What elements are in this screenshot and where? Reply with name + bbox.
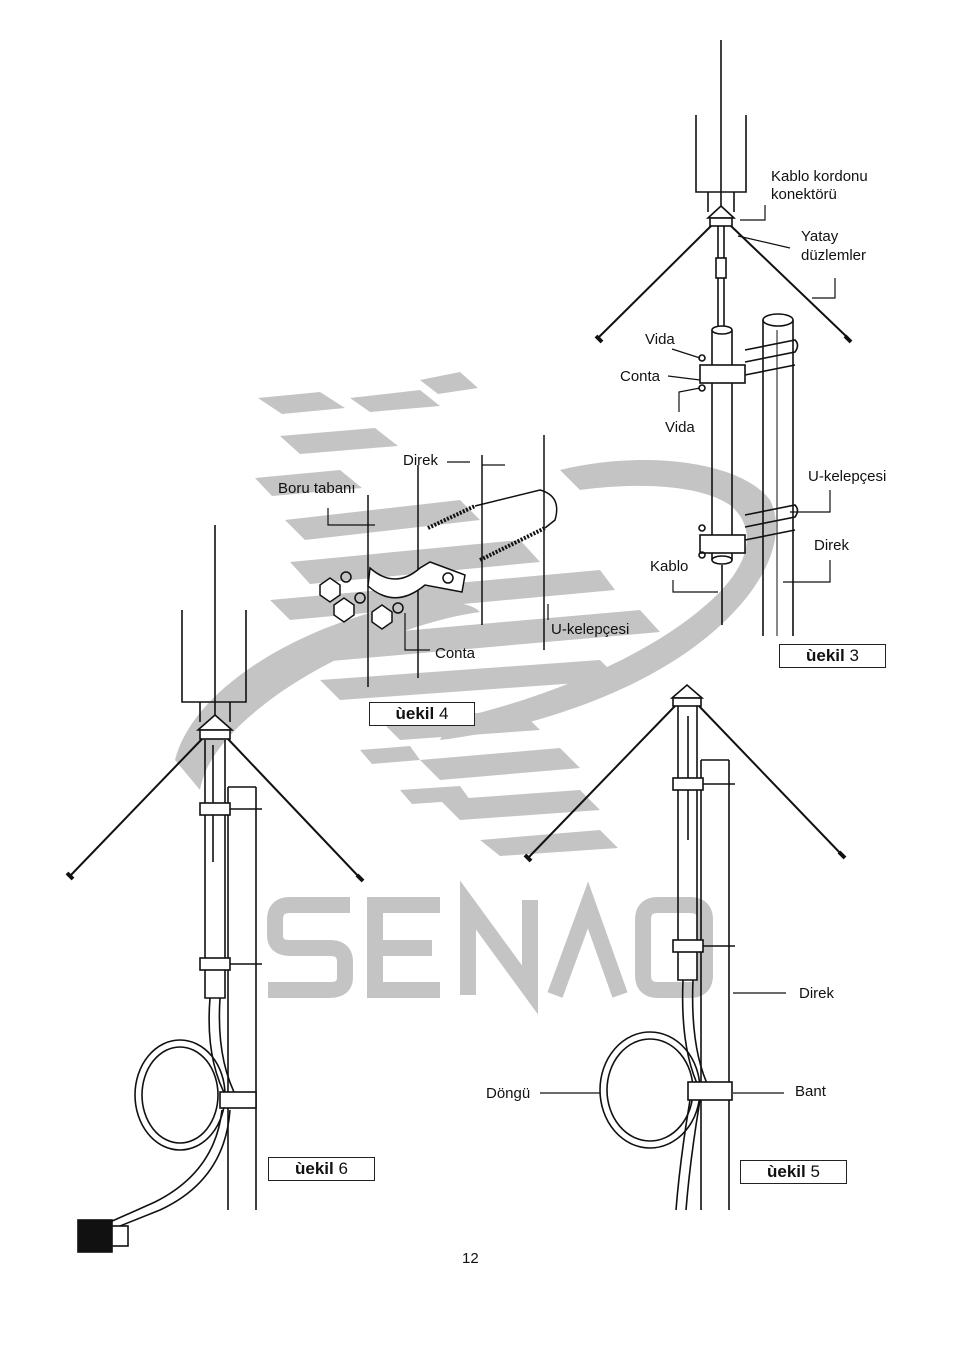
caption-number: 4 bbox=[439, 704, 448, 723]
label-screw-bottom: Vida bbox=[665, 419, 695, 437]
label-u-clamp-fig4: U-kelepçesi bbox=[551, 621, 629, 639]
label-cable-fig3: Kablo bbox=[650, 558, 688, 576]
label-mast-fig3: Direk bbox=[814, 537, 849, 555]
caption-word: ùekil bbox=[806, 646, 845, 665]
label-radials-line1: Yatay bbox=[801, 228, 838, 246]
caption-number: 5 bbox=[811, 1162, 820, 1181]
caption-number: 6 bbox=[339, 1159, 348, 1178]
caption-word: ùekil bbox=[767, 1162, 806, 1181]
label-cable-connector-line2: konektörü bbox=[771, 186, 837, 204]
label-cable-connector-line1: Kablo kordonu bbox=[771, 168, 868, 186]
label-mast-fig4: Direk bbox=[403, 452, 438, 470]
page-number: 12 bbox=[462, 1250, 479, 1268]
figure-6-caption: ùekil 6 bbox=[268, 1157, 375, 1181]
label-washer-fig4: Conta bbox=[435, 645, 475, 663]
caption-word: ùekil bbox=[295, 1159, 334, 1178]
label-loop: Döngü bbox=[486, 1085, 530, 1103]
caption-number: 3 bbox=[850, 646, 859, 665]
senao-watermark-wordmark bbox=[268, 900, 705, 995]
label-u-clamp-fig3: U-kelepçesi bbox=[808, 468, 886, 486]
label-radials-line2: düzlemler bbox=[801, 247, 866, 265]
label-washer-fig3: Conta bbox=[620, 368, 660, 386]
caption-word: ùekil bbox=[396, 704, 435, 723]
figure-5-caption: ùekil 5 bbox=[740, 1160, 847, 1184]
label-pipe-base: Boru tabanı bbox=[278, 480, 356, 498]
figure-4-caption: ùekil 4 bbox=[369, 702, 475, 726]
label-mast-fig5: Direk bbox=[799, 985, 834, 1003]
label-band: Bant bbox=[795, 1083, 826, 1101]
figure-3-caption: ùekil 3 bbox=[779, 644, 886, 668]
figure-3-drawing bbox=[596, 40, 851, 636]
label-screw-top: Vida bbox=[645, 331, 675, 349]
